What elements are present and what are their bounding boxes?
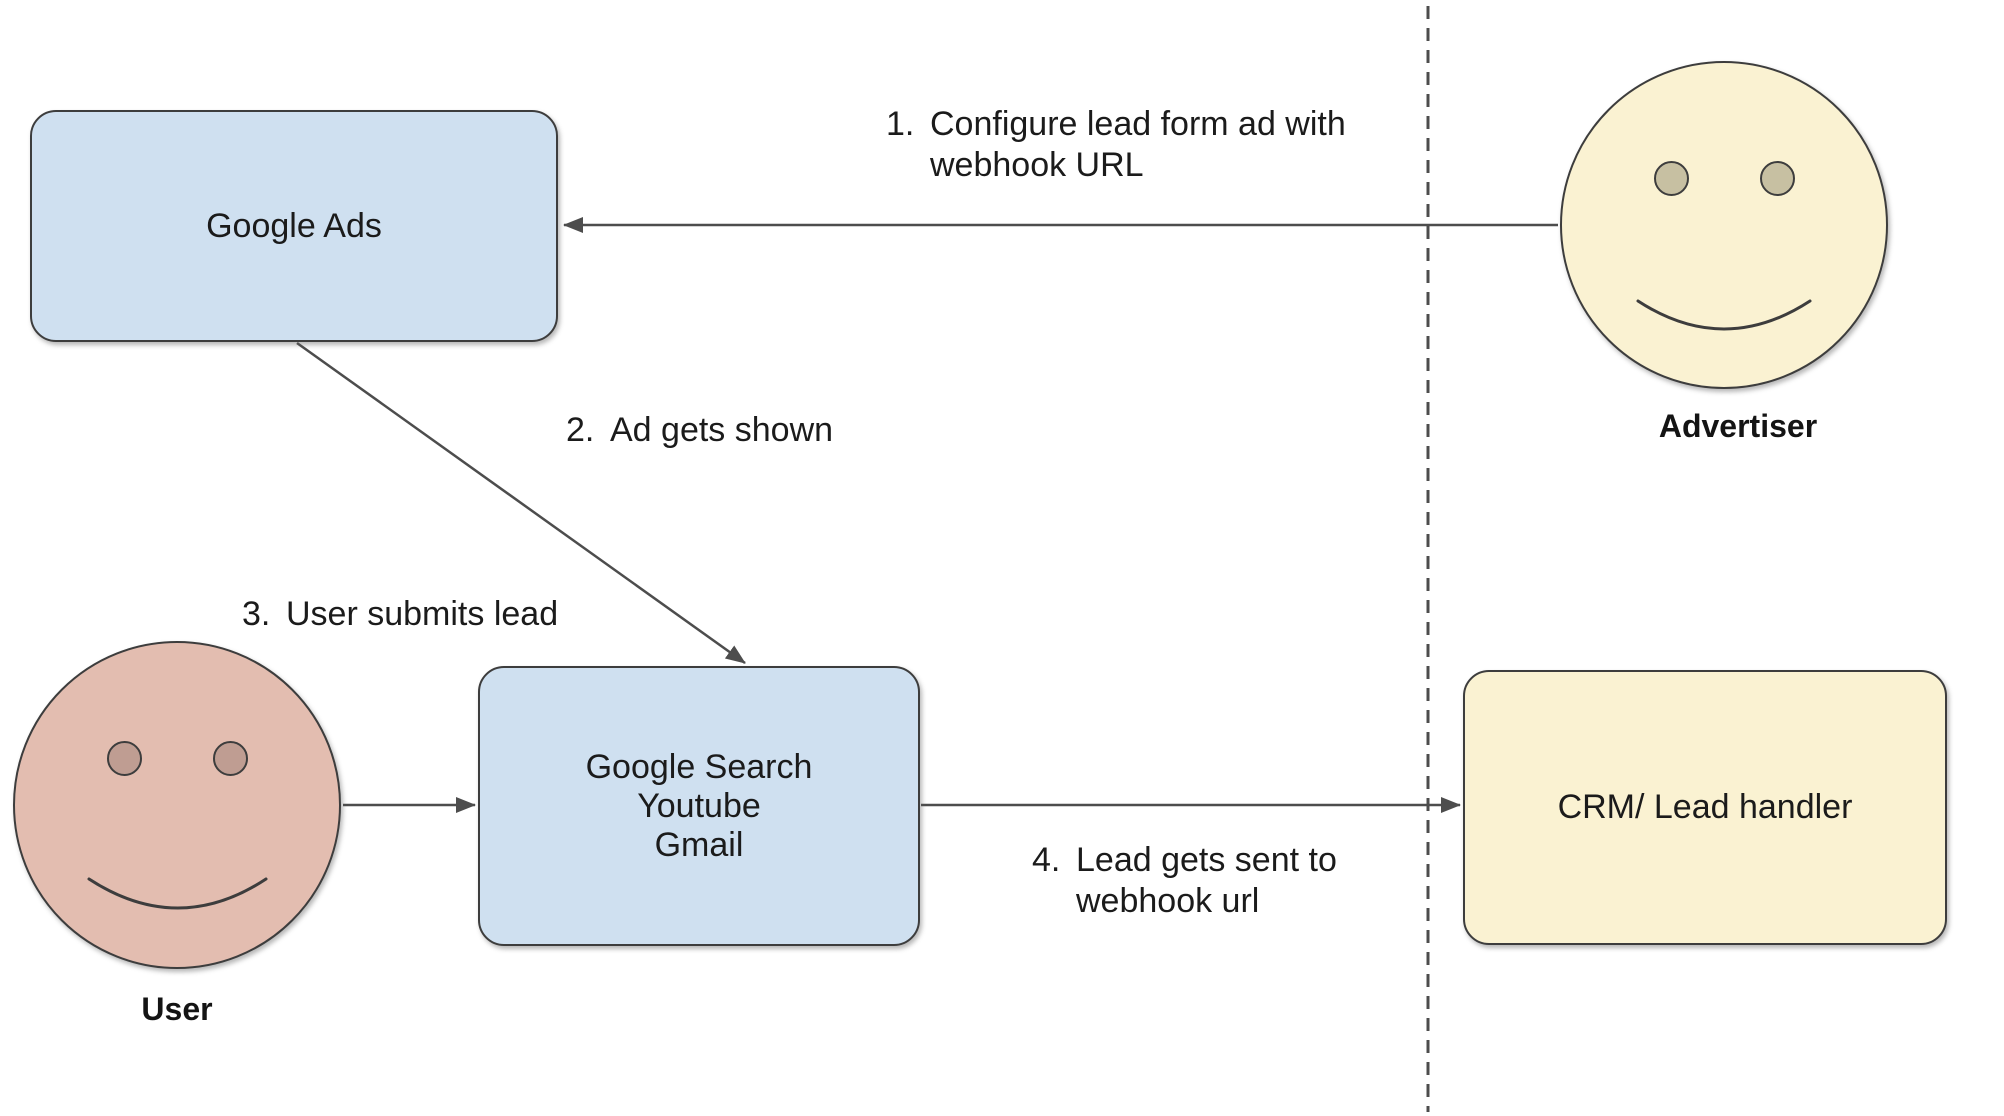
step-1-text-line-2: webhook URL xyxy=(930,146,1144,184)
step-1-text-line-1: Configure lead form ad with xyxy=(930,105,1346,143)
step-4-number: 4. xyxy=(1032,841,1061,879)
google-ads-node: Google Ads xyxy=(30,110,558,342)
step-4-text-line-1: Lead gets sent to xyxy=(1076,841,1337,879)
google-ads-label: Google Ads xyxy=(206,206,382,245)
user-right-eye-icon xyxy=(213,741,248,776)
step-2-text-line-1: Ad gets shown xyxy=(610,411,834,449)
crm-label: CRM/ Lead handler xyxy=(1557,788,1853,826)
step-1-label: 1. Configure lead form ad with webhook U… xyxy=(886,104,1346,186)
step-3-label: 3. User submits lead xyxy=(242,594,558,635)
user-label: User xyxy=(141,991,213,1027)
user-smile-icon xyxy=(87,877,268,910)
advertiser-avatar xyxy=(1560,61,1888,389)
google-surfaces-line-1: Google Search xyxy=(585,747,813,786)
advertiser-left-eye-icon xyxy=(1654,161,1689,196)
advertiser-smile-icon xyxy=(1636,299,1812,331)
user-left-eye-icon xyxy=(107,741,142,776)
step-3-text-line-1: User submits lead xyxy=(286,595,559,633)
step-1-number: 1. xyxy=(886,105,915,143)
advertiser-label: Advertiser xyxy=(1658,408,1818,444)
step-4-label: 4. Lead gets sent to webhook url xyxy=(1032,840,1337,922)
step-3-number: 3. xyxy=(242,595,271,633)
user-avatar xyxy=(13,641,341,969)
google-surfaces-node: Google Search Youtube Gmail xyxy=(478,666,920,946)
advertiser-right-eye-icon xyxy=(1760,161,1795,196)
google-surfaces-line-3: Gmail xyxy=(654,825,744,864)
crm-lead-handler-node: CRM/ Lead handler xyxy=(1463,670,1947,945)
step-2-label: 2. Ad gets shown xyxy=(566,410,833,451)
google-surfaces-line-2: Youtube xyxy=(637,786,761,825)
arrow-ad-gets-shown xyxy=(296,341,746,665)
step-2-number: 2. xyxy=(566,411,595,449)
step-4-text-line-2: webhook url xyxy=(1076,882,1260,920)
